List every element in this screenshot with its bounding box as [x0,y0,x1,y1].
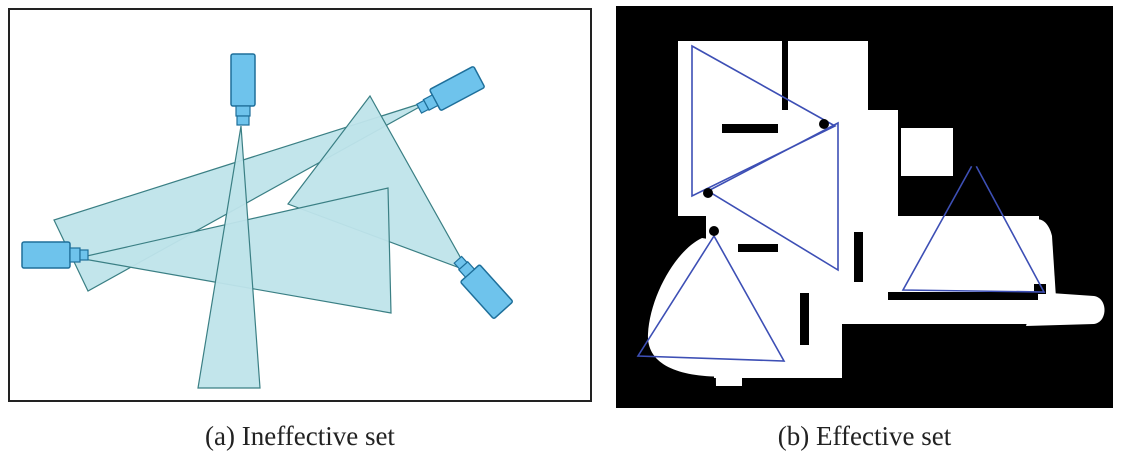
effective-set-map [616,6,1113,408]
caption-effective-set: (b) Effective set [777,421,952,451]
sensor-dot [969,157,979,167]
ineffective-set-diagram [8,8,592,402]
sensor-dot [709,226,719,236]
fov-top-camera [197,125,261,389]
sensor-dot [819,119,829,129]
caption-ineffective-set: (a) Ineffective set [205,421,395,451]
camera-icon [415,66,485,114]
panel-ineffective-set [8,8,592,402]
fov-outline-top-left [691,44,837,198]
camera-icon [453,255,513,319]
fov-outline-bottom-left [636,234,786,362]
fov-outline-center [706,121,839,272]
camera-icon [230,53,256,126]
camera-icon [21,241,89,269]
panel-effective-set [616,6,1113,408]
fov-outline-right [901,160,1046,293]
obstacles [722,124,1046,345]
sensor-dot [703,188,713,198]
